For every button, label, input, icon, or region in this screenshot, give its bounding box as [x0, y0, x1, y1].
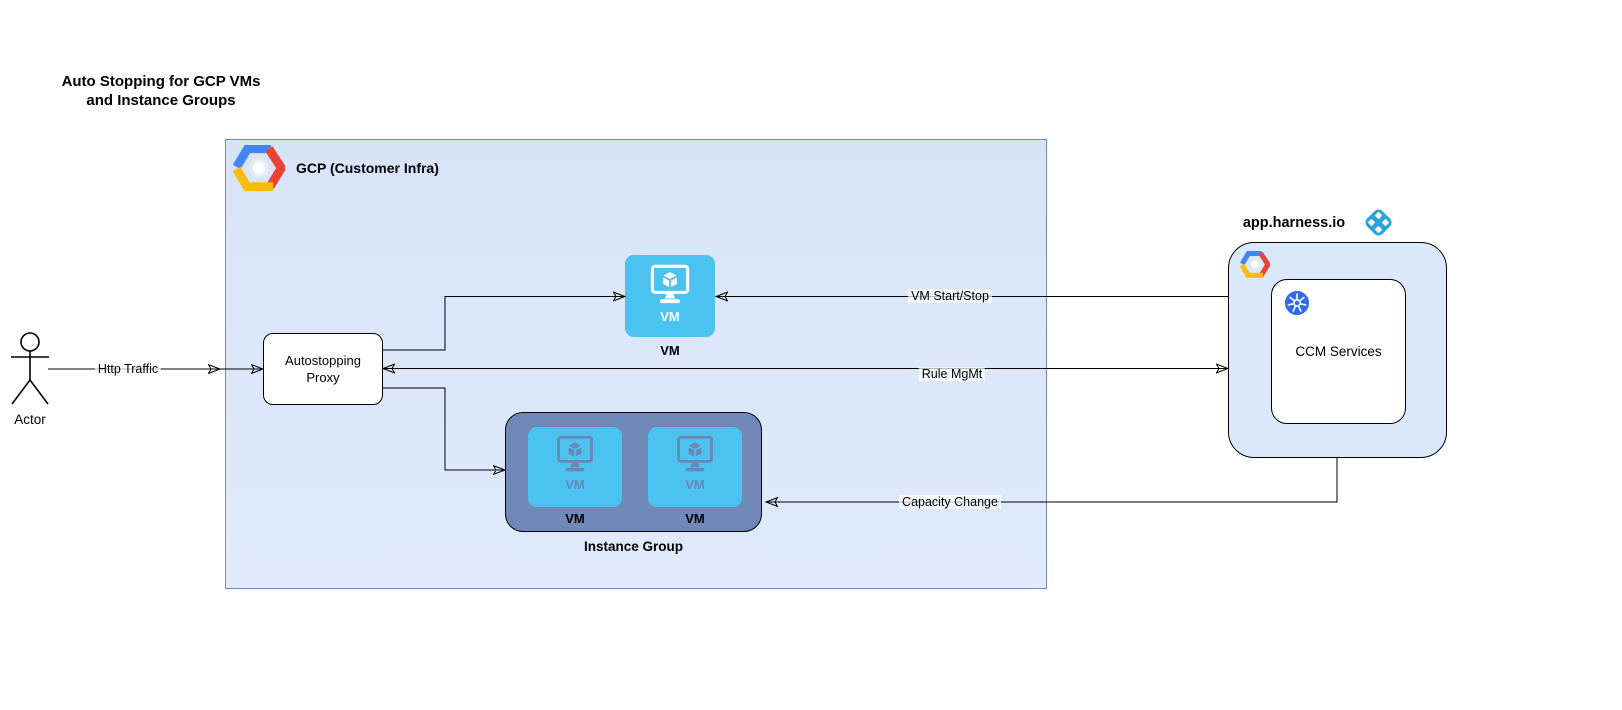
vm-monitor-cube-icon [647, 264, 693, 307]
edge-label-http-traffic: Http Traffic [94, 362, 162, 376]
gcp-header: GCP (Customer Infra) [233, 145, 439, 191]
diagram-title-line2: and Instance Groups [86, 92, 236, 109]
vm-chip-label: VM [660, 309, 680, 324]
instance-group-vm-node: VM [648, 427, 742, 507]
vm-node-label: VM [660, 343, 680, 358]
instance-group-vm-node: VM [528, 427, 622, 507]
ccm-services-node: CCM Services [1271, 279, 1406, 424]
kubernetes-helm-icon [1284, 290, 1310, 316]
autostopping-proxy-node: Autostopping Proxy [263, 333, 383, 405]
instance-group-node: VM VM VM VM [505, 412, 762, 532]
vm-node: VM [625, 255, 715, 337]
gcp-container-label: GCP (Customer Infra) [296, 160, 439, 176]
vm-chip-label: VM [685, 477, 705, 492]
gcp-hexagon-logo-icon [1240, 251, 1270, 278]
edge-label-rule-mgmt: Rule MgMt [918, 367, 986, 381]
edge-label-capacity-change: Capacity Change [899, 495, 1001, 509]
diagram-title: Auto Stopping for GCP VMs and Instance G… [38, 72, 284, 110]
actor-stick-figure-icon [11, 332, 49, 405]
vm-monitor-cube-icon [673, 435, 717, 475]
proxy-label-line1: Autostopping [285, 353, 361, 368]
vm-monitor-cube-icon [553, 435, 597, 475]
harness-diamond-logo-icon [1365, 209, 1392, 236]
edge-label-vm-start-stop: VM Start/Stop [908, 289, 992, 303]
actor-label: Actor [14, 412, 46, 427]
vm-chip-label: VM [565, 477, 585, 492]
harness-container: CCM Services [1228, 242, 1447, 458]
ccm-services-label: CCM Services [1295, 344, 1382, 359]
actor-node: Actor [6, 330, 54, 427]
diagram-title-line1: Auto Stopping for GCP VMs [61, 73, 261, 90]
instance-group-vm-label: VM [565, 511, 585, 526]
instance-group-vm-label: VM [685, 511, 705, 526]
harness-domain-label: app.harness.io [1242, 215, 1346, 231]
proxy-label-line2: Proxy [306, 370, 340, 385]
gcp-hexagon-logo-icon [233, 145, 285, 191]
instance-group-label: Instance Group [583, 539, 683, 554]
